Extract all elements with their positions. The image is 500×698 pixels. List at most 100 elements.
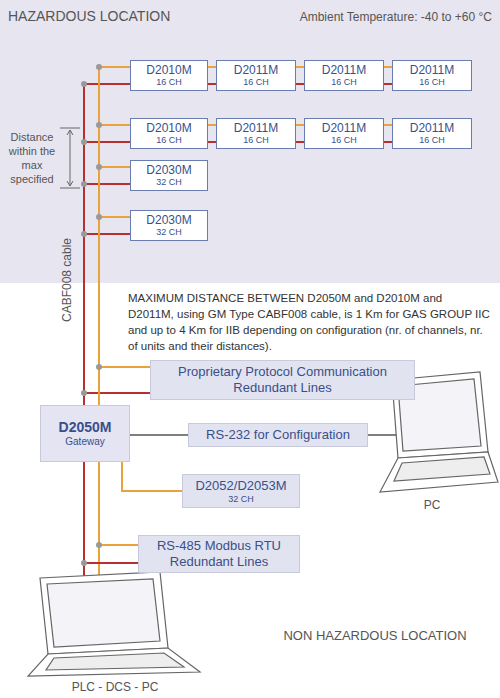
box-subtitle: 16 CH <box>419 77 445 88</box>
junction-dot <box>96 364 102 370</box>
line-band: Proprietary Protocol Communication Redun… <box>150 360 415 400</box>
box-title: D2011M <box>410 63 454 77</box>
wire <box>384 124 392 126</box>
distance-note: MAXIMUM DISTANCE BETWEEN D2050M and D201… <box>128 290 490 354</box>
box-title: D2011M <box>234 63 278 77</box>
junction-dot <box>81 139 87 145</box>
junction-dot <box>81 181 87 187</box>
box-subtitle: 32 CH <box>228 494 254 505</box>
laptop-plc <box>28 572 200 676</box>
wire <box>296 66 304 68</box>
cable-connector <box>81 122 130 405</box>
wire <box>99 462 138 545</box>
module-box: D2011M16 CH <box>216 60 296 91</box>
box-title: D2011M <box>322 121 366 135</box>
module-box: D2052/D2053M32 CH <box>182 474 300 508</box>
wire <box>130 434 188 436</box>
cable-connector <box>208 67 216 84</box>
wire <box>384 141 392 143</box>
module-box: D2011M16 CH <box>392 60 472 91</box>
junction-dot <box>96 164 102 170</box>
box-title: RS-232 for Configuration <box>206 427 350 443</box>
wire <box>296 83 304 85</box>
box-subtitle: 16 CH <box>243 135 269 146</box>
cable-connector <box>296 67 304 84</box>
wire <box>99 125 130 405</box>
box-subtitle: 16 CH <box>243 77 269 88</box>
cable-connector <box>384 67 392 84</box>
box-title: D2030M <box>146 163 191 177</box>
wire <box>122 462 182 491</box>
wire <box>208 66 216 68</box>
module-box: D2011M16 CH <box>304 60 384 91</box>
wire <box>208 124 216 126</box>
device-label: PC <box>412 498 452 512</box>
wire <box>84 142 130 405</box>
line-band: RS-485 Modbus RTU Redundant Lines <box>138 535 300 573</box>
box-title: D2011M <box>322 63 366 77</box>
wire <box>84 184 130 405</box>
distance-note: Distance within the max specified <box>4 130 60 186</box>
box-subtitle: 16 CH <box>156 77 182 88</box>
module-box: D2011M16 CH <box>216 118 296 149</box>
module-box: D2011M16 CH <box>304 118 384 149</box>
wire <box>99 167 130 405</box>
cable-connector <box>81 364 150 405</box>
wire <box>84 84 130 405</box>
module-box: D2010M16 CH <box>130 60 208 91</box>
cable-connector <box>81 164 130 405</box>
box-title: D2030M <box>146 213 191 227</box>
distance-bracket <box>60 128 80 188</box>
cable-connector <box>208 125 216 142</box>
area-title: NON HAZARDOUS LOCATION <box>260 628 490 644</box>
junction-dot <box>96 64 102 70</box>
wire <box>296 124 304 126</box>
box-title: D2050M <box>59 419 112 436</box>
box-subtitle: 16 CH <box>331 77 357 88</box>
wire <box>84 462 138 563</box>
cable-connector <box>81 64 130 405</box>
box-title: D2011M <box>410 121 454 135</box>
wire <box>208 141 216 143</box>
device-label: PLC - DCS - PC <box>50 680 180 694</box>
box-subtitle: 16 CH <box>331 135 357 146</box>
area-title: HAZARDOUS LOCATION <box>8 8 208 25</box>
junction-dot <box>96 214 102 220</box>
cable-connector <box>296 125 304 142</box>
wire <box>84 234 130 405</box>
junction-dot <box>96 542 102 548</box>
cable-connector <box>122 462 182 491</box>
cable-connector <box>384 125 392 142</box>
cable-connector <box>81 214 130 405</box>
wire <box>84 393 150 405</box>
box-title: Proprietary Protocol Communication Redun… <box>155 364 410 396</box>
line-band: RS-232 for Configuration <box>188 423 368 447</box>
junction-dot <box>96 122 102 128</box>
box-title: D2052/D2053M <box>195 478 286 494</box>
temperature-note: Ambient Temperature: -40 to +60 °C <box>240 10 492 24</box>
junction-dot <box>81 390 87 396</box>
wire <box>99 367 150 405</box>
box-title: D2010M <box>146 63 191 77</box>
module-box: D2011M16 CH <box>392 118 472 149</box>
wire <box>384 83 392 85</box>
box-title: D2010M <box>146 121 191 135</box>
module-box: D2010M16 CH <box>130 118 208 149</box>
wire <box>99 217 130 405</box>
cable-connector <box>81 462 138 566</box>
wire <box>208 83 216 85</box>
cable-label: CABF008 cable <box>60 235 74 325</box>
junction-dot <box>81 231 87 237</box>
cable-connector <box>130 435 188 436</box>
gateway-box: D2050MGateway <box>40 405 130 462</box>
junction-dot <box>81 81 87 87</box>
module-box: D2030M32 CH <box>130 160 208 191</box>
serial-line <box>368 434 396 436</box>
wire <box>99 67 130 405</box>
box-subtitle: 16 CH <box>156 135 182 146</box>
box-subtitle: 32 CH <box>156 227 182 238</box>
module-box: D2030M32 CH <box>130 210 208 241</box>
wire <box>384 66 392 68</box>
box-title: RS-485 Modbus RTU Redundant Lines <box>143 538 295 570</box>
